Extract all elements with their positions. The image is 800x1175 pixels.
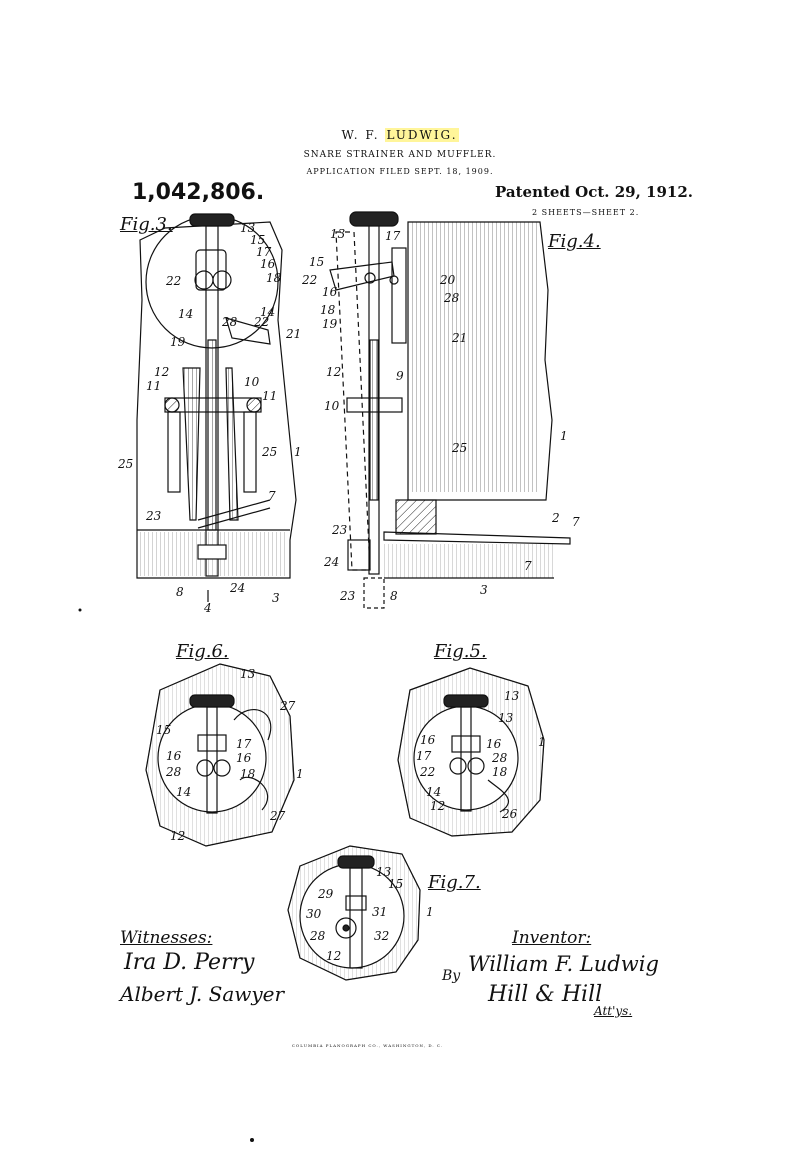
svg-text:8: 8: [390, 589, 398, 603]
svg-text:16: 16: [486, 737, 502, 751]
svg-text:22: 22: [301, 273, 317, 287]
svg-text:14: 14: [178, 307, 193, 321]
svg-text:7: 7: [524, 559, 532, 573]
svg-text:10: 10: [324, 399, 340, 413]
svg-text:3: 3: [480, 583, 488, 597]
by-label: By: [442, 968, 460, 984]
inventor-signature: William F. Ludwig: [468, 952, 659, 976]
svg-text:21: 21: [451, 331, 467, 345]
svg-text:23: 23: [145, 509, 162, 523]
svg-text:17: 17: [385, 229, 401, 243]
svg-text:12: 12: [154, 365, 169, 379]
svg-text:21: 21: [285, 327, 301, 341]
svg-text:23: 23: [331, 523, 348, 537]
svg-text:27: 27: [279, 699, 296, 713]
svg-text:28: 28: [221, 315, 238, 329]
svg-text:20: 20: [439, 273, 456, 287]
svg-text:22: 22: [165, 274, 181, 288]
svg-text:13: 13: [498, 711, 514, 725]
witness-signature-2: Albert J. Sawyer: [120, 982, 284, 1006]
svg-text:7: 7: [268, 489, 276, 503]
svg-text:1: 1: [296, 767, 304, 781]
svg-text:7: 7: [572, 515, 580, 529]
svg-text:3: 3: [272, 591, 280, 605]
svg-text:15: 15: [388, 877, 403, 891]
svg-text:16: 16: [166, 749, 182, 763]
svg-text:8: 8: [176, 585, 184, 599]
printer-footer: COLUMBIA PLANOGRAPH CO., WASHINGTON, D. …: [0, 1043, 735, 1048]
svg-text:1: 1: [538, 735, 546, 749]
attorneys-label: Att'ys.: [594, 1004, 632, 1018]
svg-text:28: 28: [309, 929, 326, 943]
svg-text:18: 18: [320, 303, 336, 317]
svg-text:23: 23: [339, 589, 356, 603]
inventor-label: Inventor:: [512, 928, 591, 948]
attorneys-signature: Hill & Hill: [488, 982, 602, 1007]
svg-text:13: 13: [330, 227, 346, 241]
svg-text:16: 16: [420, 733, 436, 747]
svg-text:18: 18: [240, 767, 256, 781]
svg-text:12: 12: [326, 365, 341, 379]
svg-text:15: 15: [309, 255, 324, 269]
svg-text:13: 13: [240, 667, 256, 681]
svg-text:14: 14: [176, 785, 191, 799]
witness-signature-1: Ira D. Perry: [124, 950, 254, 975]
svg-text:19: 19: [170, 335, 186, 349]
figure-4-drawing: [330, 212, 570, 608]
svg-text:17: 17: [236, 737, 252, 751]
svg-text:16: 16: [260, 257, 276, 271]
svg-text:12: 12: [326, 949, 341, 963]
svg-text:2: 2: [551, 511, 560, 525]
svg-text:10: 10: [244, 375, 260, 389]
svg-text:17: 17: [416, 749, 432, 763]
svg-text:15: 15: [156, 723, 171, 737]
svg-text:28: 28: [165, 765, 182, 779]
svg-text:16: 16: [322, 285, 338, 299]
svg-text:22: 22: [419, 765, 435, 779]
svg-text:31: 31: [372, 905, 387, 919]
svg-text:1: 1: [560, 429, 568, 443]
svg-text:9: 9: [396, 369, 404, 383]
svg-text:24: 24: [229, 581, 245, 595]
svg-text:27: 27: [269, 809, 286, 823]
svg-text:29: 29: [317, 887, 334, 901]
svg-text:14: 14: [426, 785, 441, 799]
svg-text:32: 32: [374, 929, 389, 943]
svg-text:30: 30: [306, 907, 322, 921]
svg-text:1: 1: [426, 905, 434, 919]
svg-text:24: 24: [323, 555, 339, 569]
svg-text:19: 19: [322, 317, 338, 331]
svg-text:28: 28: [491, 751, 508, 765]
svg-text:12: 12: [170, 829, 185, 843]
svg-text:28: 28: [443, 291, 460, 305]
svg-text:25: 25: [117, 457, 133, 471]
svg-text:22: 22: [253, 315, 269, 329]
svg-text:26: 26: [501, 807, 518, 821]
svg-text:11: 11: [146, 379, 161, 393]
svg-text:25: 25: [261, 445, 277, 459]
svg-text:13: 13: [504, 689, 520, 703]
svg-text:1: 1: [294, 445, 302, 459]
svg-text:25: 25: [451, 441, 467, 455]
svg-text:4: 4: [203, 601, 212, 615]
svg-text:16: 16: [236, 751, 252, 765]
svg-text:11: 11: [262, 389, 277, 403]
svg-text:18: 18: [266, 271, 282, 285]
svg-text:18: 18: [492, 765, 508, 779]
witnesses-label: Witnesses:: [120, 928, 212, 948]
svg-text:12: 12: [430, 799, 445, 813]
